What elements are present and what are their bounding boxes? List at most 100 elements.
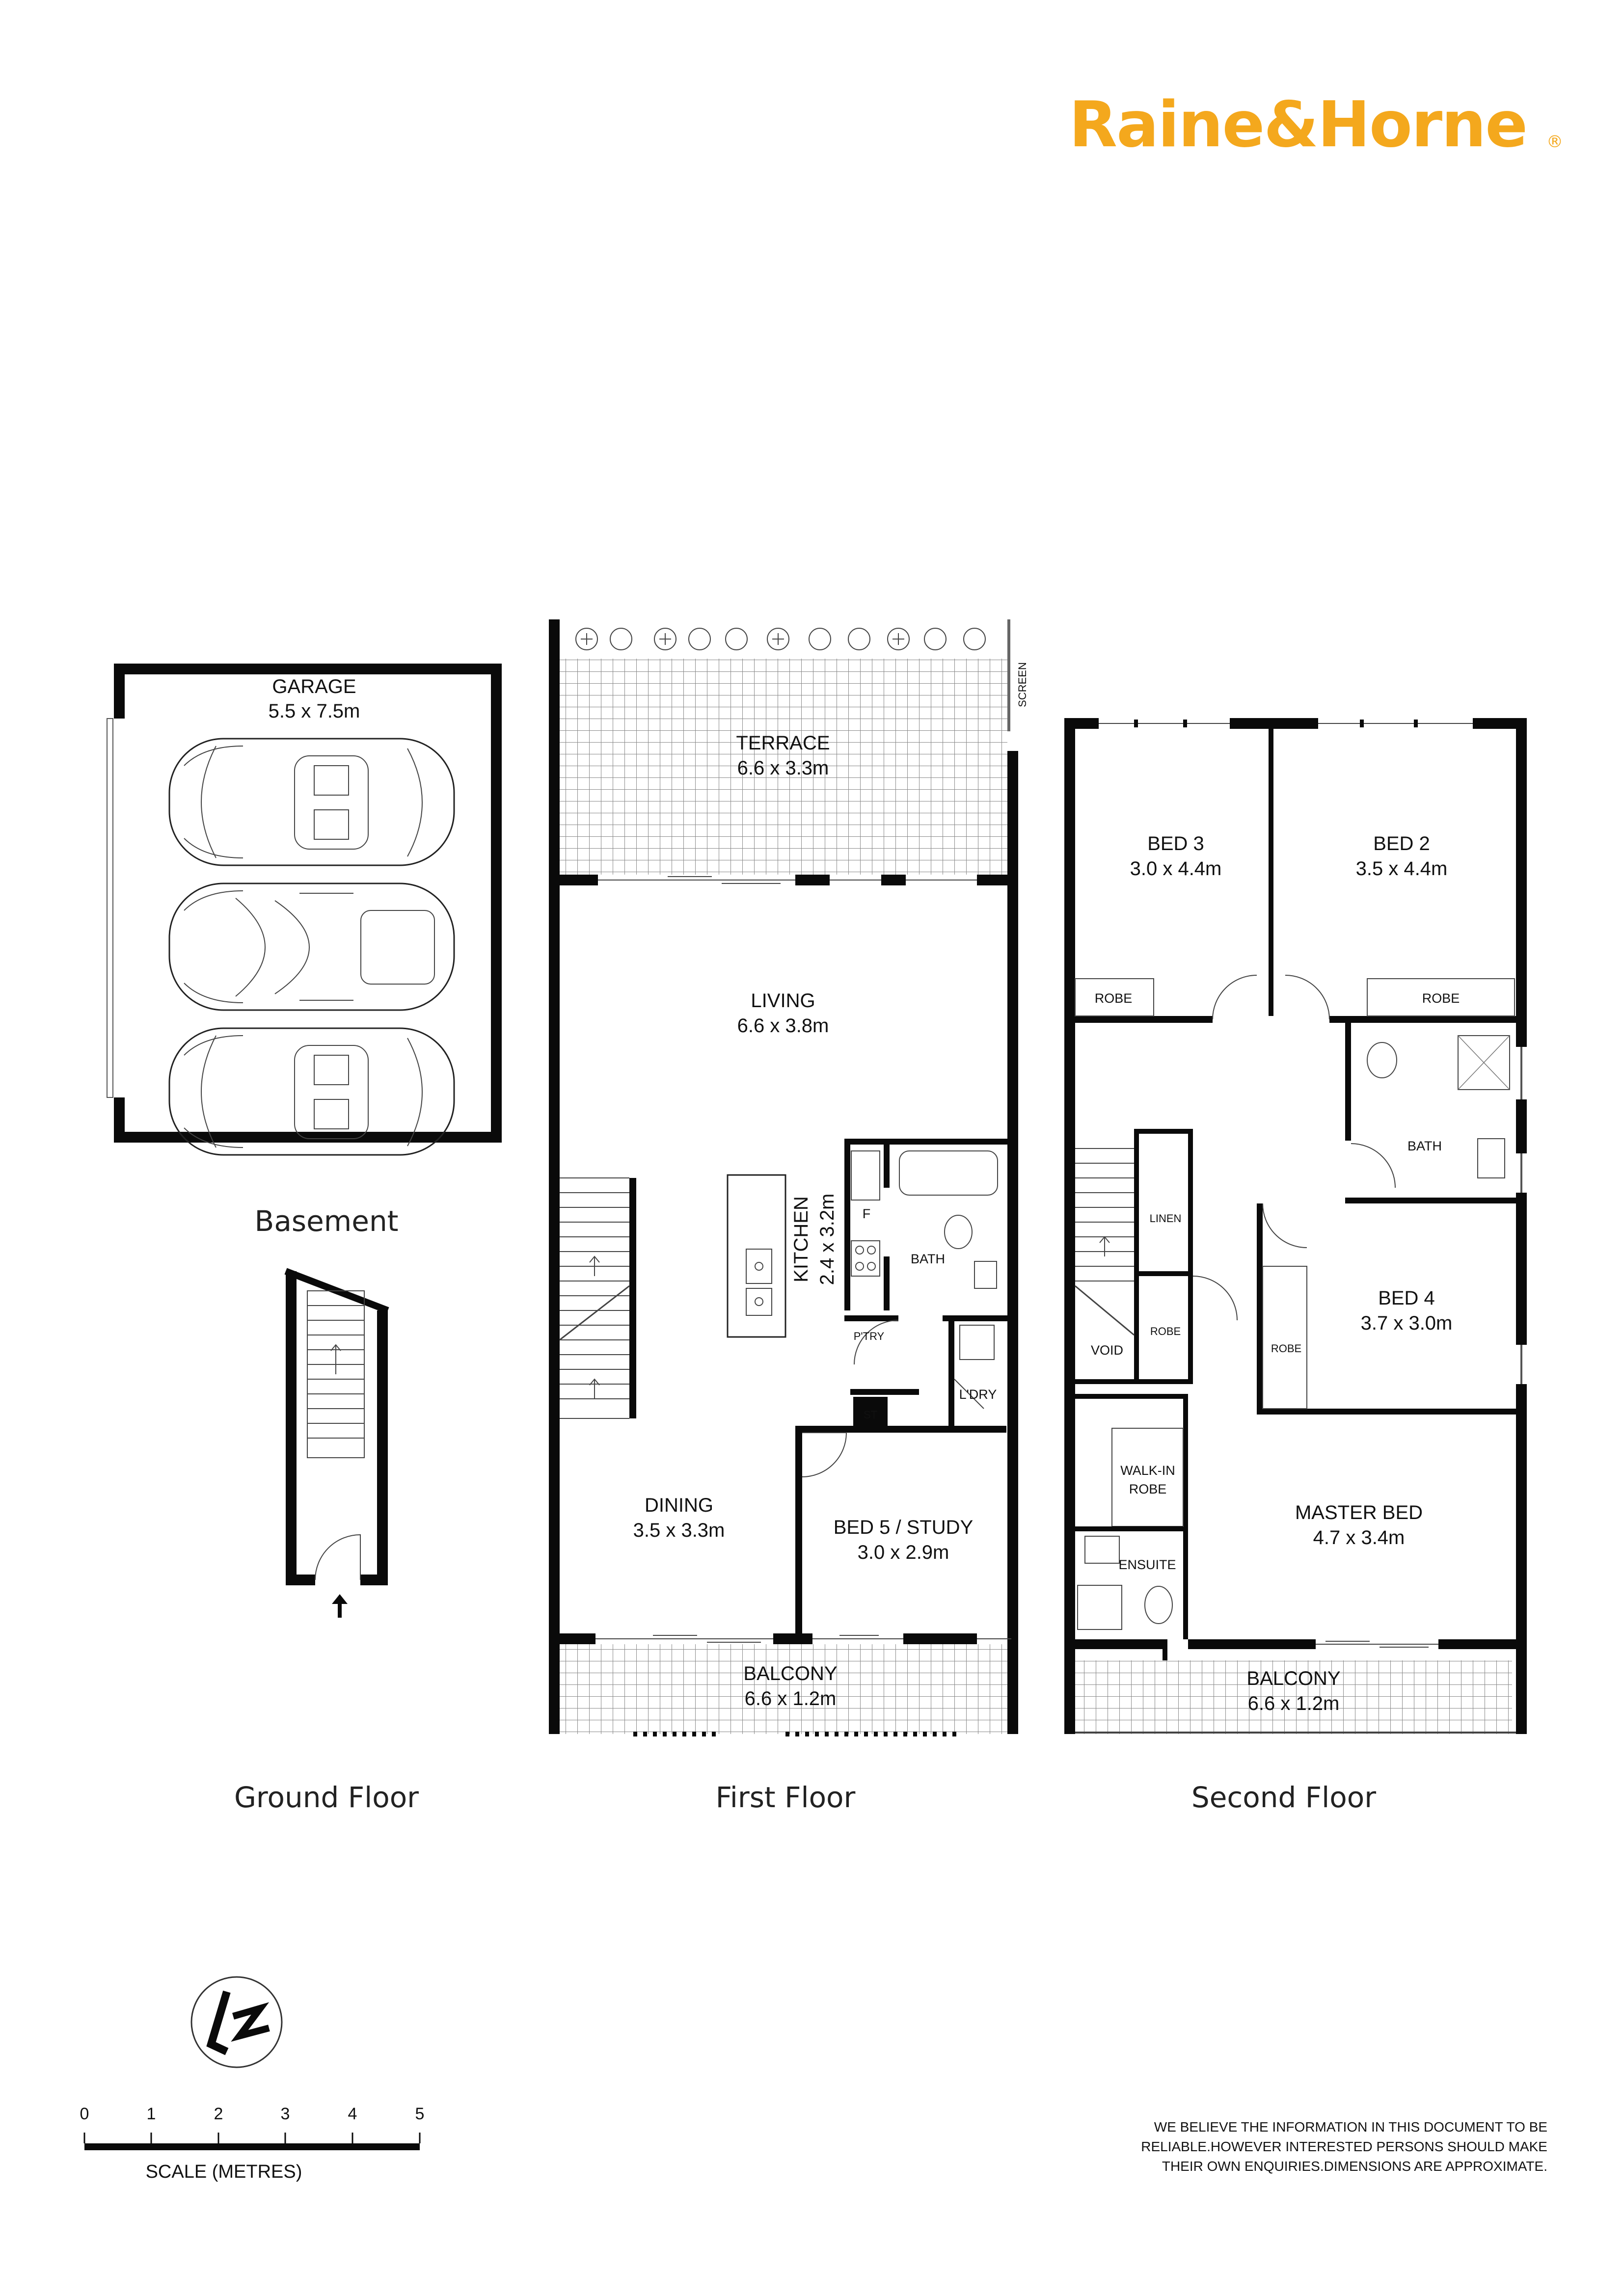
scale-tick-label: 0 (80, 2105, 89, 2123)
wall (1075, 1016, 1213, 1023)
brand-name: Raine&Horne (1069, 88, 1527, 161)
wall (881, 875, 906, 885)
wall (1075, 1379, 1139, 1384)
shower (1077, 1585, 1122, 1630)
wall (1139, 1271, 1193, 1276)
basin-icon (1477, 1138, 1505, 1178)
wall (1183, 1394, 1188, 1639)
wall (850, 1389, 919, 1395)
wall (1188, 1129, 1193, 1384)
second-floor-plan: BED 3 3.0 x 4.4m BED 2 3.5 x 4.4m ROBE R… (1064, 718, 1527, 1814)
door-swing (802, 1432, 847, 1477)
basement-plan: GARAGE 5.5 x 7.5m Basement (107, 664, 502, 1238)
room-size: 3.5 x 4.4m (1356, 858, 1448, 880)
sliding-door (668, 876, 781, 884)
room-size: 6.6 x 3.3m (737, 757, 829, 779)
wall (114, 664, 502, 674)
scale-tick-label: 3 (281, 2105, 290, 2123)
room-label: ENSUITE (1118, 1557, 1176, 1572)
wall (377, 1310, 388, 1585)
brand-reg-mark: ® (1546, 132, 1563, 152)
room-label: TERRACE (736, 732, 830, 754)
car-icon (168, 882, 455, 1011)
room-label: BALCONY (743, 1663, 837, 1684)
cooktop (851, 1240, 880, 1277)
room-size: 2.4 x 3.2m (816, 1194, 838, 1285)
screen-line (1007, 619, 1010, 731)
balcony-tiles (560, 1644, 1007, 1734)
wall (943, 1315, 1011, 1321)
door-swing (1262, 1203, 1307, 1248)
wall (1064, 1639, 1163, 1649)
wall (795, 875, 830, 885)
toilet-icon (944, 1215, 973, 1249)
wall (884, 1139, 890, 1188)
floor-caption: Basement (255, 1204, 399, 1238)
door-swing (1351, 1143, 1396, 1188)
stairs (559, 1177, 636, 1419)
wall (491, 664, 502, 1143)
basin-icon (1084, 1536, 1120, 1564)
room-size: 5.5 x 7.5m (269, 700, 360, 722)
room-label: BED 3 (1147, 833, 1204, 854)
wall (1516, 1099, 1527, 1153)
wall (1438, 1639, 1527, 1649)
door-swing (1212, 975, 1330, 1020)
room-label: ROBE (1095, 991, 1133, 1006)
wall (114, 1132, 502, 1143)
entry-door (315, 1534, 361, 1580)
garage-door (107, 718, 113, 1098)
room-size: 4.7 x 3.4m (1313, 1527, 1405, 1548)
wall (903, 1633, 977, 1644)
wall (1007, 751, 1018, 1734)
disclaimer-line: WE BELIEVE THE INFORMATION IN THIS DOCUM… (1154, 2119, 1547, 2135)
wall (1064, 718, 1075, 1734)
wall (795, 1426, 1006, 1433)
room-label: ROBE (1150, 1325, 1181, 1337)
shower (1458, 1035, 1510, 1090)
wall (1139, 1379, 1193, 1384)
robe (1075, 978, 1154, 1016)
door-swing (854, 1320, 899, 1365)
stairs (1075, 1129, 1139, 1384)
room-label: LINEN (1150, 1212, 1182, 1225)
wall (884, 1256, 890, 1310)
scale-tick-label: 4 (348, 2105, 357, 2123)
room-size: 6.6 x 3.8m (737, 1015, 829, 1037)
wall (114, 1097, 125, 1143)
car-icon (168, 738, 455, 866)
wall (1516, 718, 1527, 1047)
wall (1257, 1409, 1516, 1415)
wall (844, 1139, 850, 1310)
wall (360, 1575, 388, 1585)
wall (1345, 1023, 1351, 1141)
room-size: 6.6 x 1.2m (745, 1688, 837, 1709)
wall (1516, 1193, 1527, 1345)
brand-logo: Raine&Horne ® (1069, 88, 1564, 161)
wall (1075, 1394, 1188, 1399)
room-size: 3.5 x 3.3m (633, 1520, 725, 1541)
north-arrow-icon (190, 1976, 283, 2068)
room-label: BED 5 / STUDY (834, 1517, 974, 1538)
scale-tick-label: 2 (214, 2105, 223, 2123)
basin-icon (974, 1261, 997, 1289)
wall (795, 1426, 802, 1634)
wall (1139, 1129, 1193, 1134)
sliding-door (1325, 1641, 1429, 1648)
door-swing (1192, 1276, 1238, 1321)
disclaimer-line: RELIABLE.HOWEVER INTERESTED PERSONS SHOU… (1141, 2139, 1547, 2154)
wall (1516, 1384, 1527, 1734)
wall (1075, 1526, 1183, 1531)
room-label: KITCHEN (790, 1196, 812, 1282)
room-label: VOID (1091, 1343, 1123, 1358)
wall (1064, 1649, 1075, 1734)
room-label: BED 2 (1373, 833, 1430, 854)
door-swing (954, 1379, 984, 1409)
laundry-tub (959, 1325, 995, 1360)
room-label: BALCONY (1246, 1668, 1340, 1689)
toilet-icon (1144, 1586, 1173, 1624)
robe (1367, 978, 1515, 1016)
wall (1473, 718, 1527, 729)
wall (549, 1633, 595, 1644)
